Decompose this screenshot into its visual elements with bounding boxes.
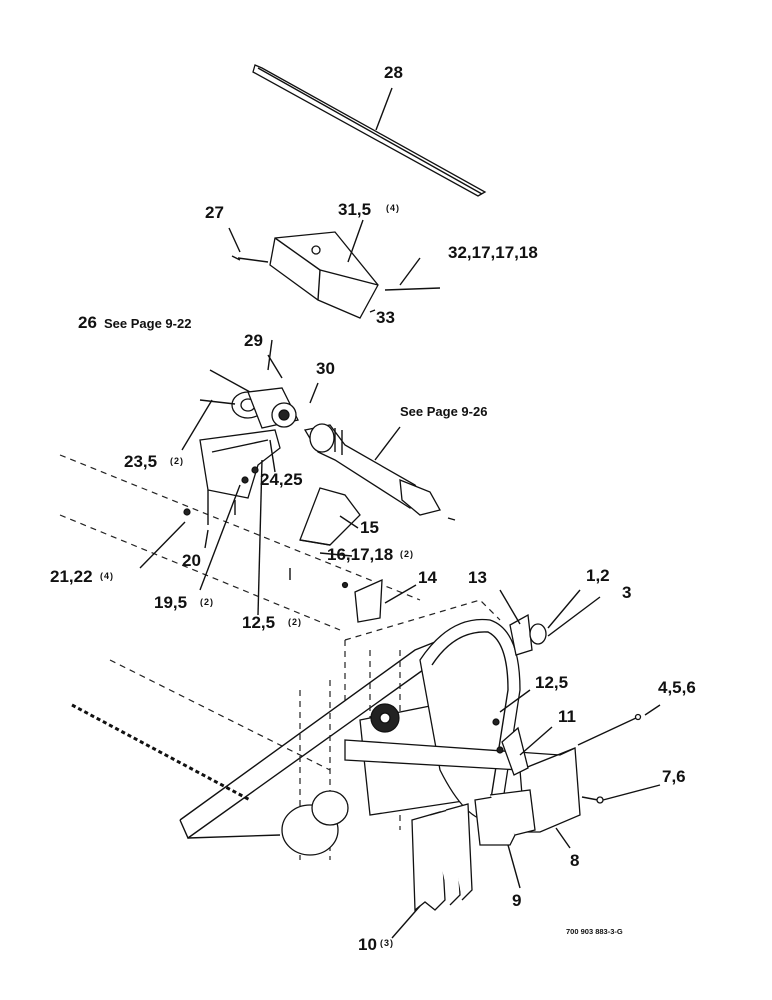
mount-bracket	[183, 429, 281, 525]
label-3: 3	[622, 583, 631, 602]
cover-33	[231, 231, 441, 319]
label-12b: 12,5	[535, 673, 568, 692]
label-23: 23,5	[124, 452, 157, 471]
callout-labels: 28 27 31,5 (4) 32,17,17,18 33 26 See Pag…	[50, 63, 696, 954]
label-30: 30	[316, 359, 335, 378]
bolt-7	[581, 796, 604, 804]
idler-11	[492, 718, 529, 776]
gearbox-hub	[281, 703, 400, 856]
label-28: 28	[384, 63, 403, 82]
bolt-4	[577, 713, 642, 746]
label-23-qty: (2)	[170, 456, 184, 466]
label-shaft-ref: See Page 9-26	[400, 404, 487, 419]
label-10: 10	[358, 935, 377, 954]
label-31: 31,5	[338, 200, 371, 219]
label-31-qty: (4)	[386, 203, 400, 213]
label-21-qty: (4)	[100, 571, 114, 581]
label-16: 16,17,18	[327, 545, 393, 564]
label-10-qty: (3)	[380, 938, 394, 948]
weights-10	[411, 803, 473, 912]
label-26-ref: See Page 9-22	[104, 316, 191, 331]
label-13: 13	[468, 568, 487, 587]
shield-15	[299, 487, 361, 546]
label-19: 19,5	[154, 593, 187, 612]
bracket-14	[289, 568, 383, 623]
label-33: 33	[376, 308, 395, 327]
label-9: 9	[512, 891, 521, 910]
label-4-5-6: 4,5,6	[658, 678, 696, 697]
label-16-qty: (2)	[400, 549, 414, 559]
label-20: 20	[182, 551, 201, 570]
plate-13	[509, 613, 547, 656]
label-27: 27	[205, 203, 224, 222]
weight-9	[474, 789, 536, 846]
label-11: 11	[558, 707, 576, 726]
label-8: 8	[570, 851, 579, 870]
label-15: 15	[360, 518, 379, 537]
drawing-code: 700 903 883-3-G	[566, 927, 623, 936]
label-14: 14	[418, 568, 437, 587]
label-26: 26	[78, 313, 97, 332]
label-1-2: 1,2	[586, 566, 610, 585]
belt-drive	[419, 618, 521, 822]
label-24: 24,25	[260, 470, 303, 489]
label-29: 29	[244, 331, 263, 350]
label-19-qty: (2)	[200, 597, 214, 607]
gearbox-26	[199, 339, 299, 429]
label-7-6: 7,6	[662, 767, 686, 786]
leader-lines	[139, 87, 661, 939]
knife-blade-28	[252, 64, 487, 197]
label-12a: 12,5	[242, 613, 275, 632]
drive-shaft	[303, 423, 456, 521]
label-21: 21,22	[50, 567, 93, 586]
label-32: 32,17,17,18	[448, 243, 538, 262]
label-12a-qty: (2)	[288, 617, 302, 627]
